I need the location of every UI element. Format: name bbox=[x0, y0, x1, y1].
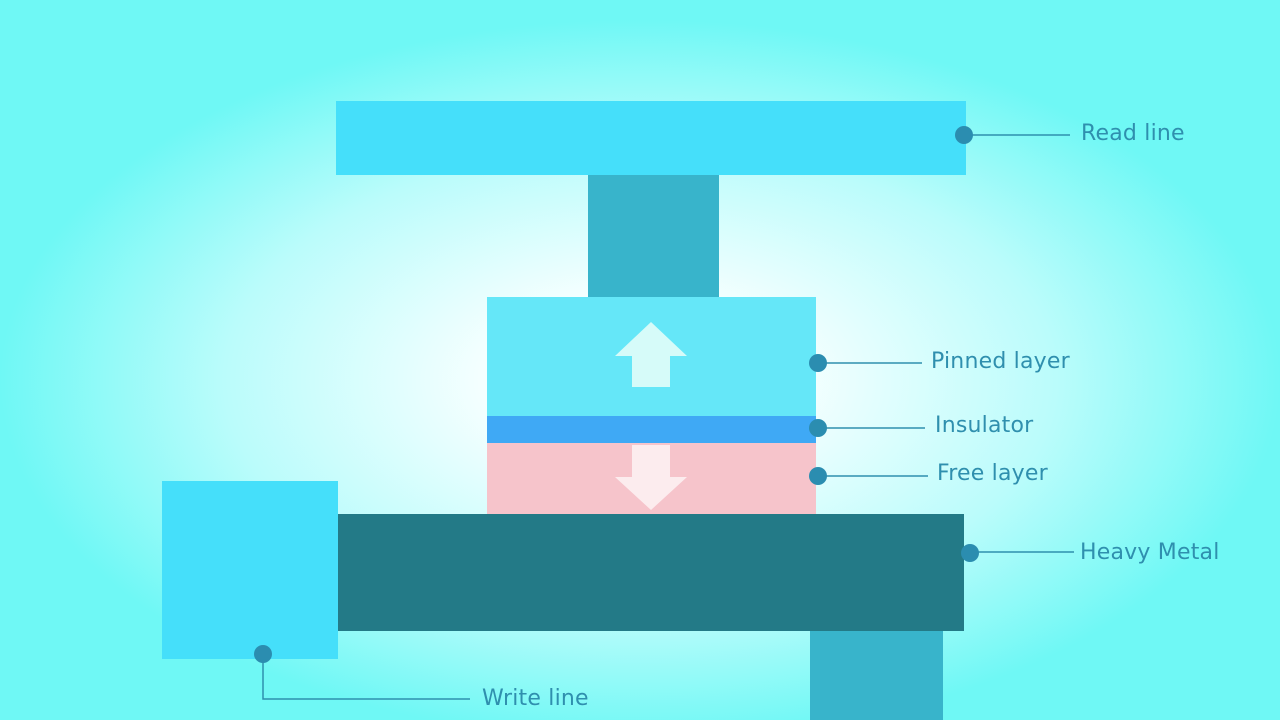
leader-dots bbox=[254, 126, 979, 663]
dot-write-line bbox=[254, 645, 272, 663]
bottom-connector bbox=[810, 628, 943, 720]
label-heavy-metal: Heavy Metal bbox=[1080, 540, 1220, 565]
write-line-block bbox=[162, 481, 338, 659]
arrow-down-icon bbox=[615, 445, 687, 510]
label-free-layer: Free layer bbox=[937, 461, 1048, 486]
dot-heavy-metal bbox=[961, 544, 979, 562]
dot-pinned-layer bbox=[809, 354, 827, 372]
label-read-line: Read line bbox=[1081, 121, 1185, 146]
leader-lines bbox=[262, 134, 1074, 700]
read-line-bar bbox=[336, 101, 966, 175]
read-connector bbox=[588, 172, 719, 302]
dot-read-line bbox=[955, 126, 973, 144]
heavy-metal-bar bbox=[336, 514, 964, 631]
dot-insulator bbox=[809, 419, 827, 437]
label-write-line: Write line bbox=[482, 686, 589, 711]
arrow-up-icon bbox=[615, 322, 687, 387]
dot-free-layer bbox=[809, 467, 827, 485]
leader-write-line bbox=[262, 654, 470, 700]
label-pinned-layer: Pinned layer bbox=[931, 349, 1070, 374]
insulator-layer bbox=[487, 416, 816, 443]
label-insulator: Insulator bbox=[935, 413, 1034, 438]
